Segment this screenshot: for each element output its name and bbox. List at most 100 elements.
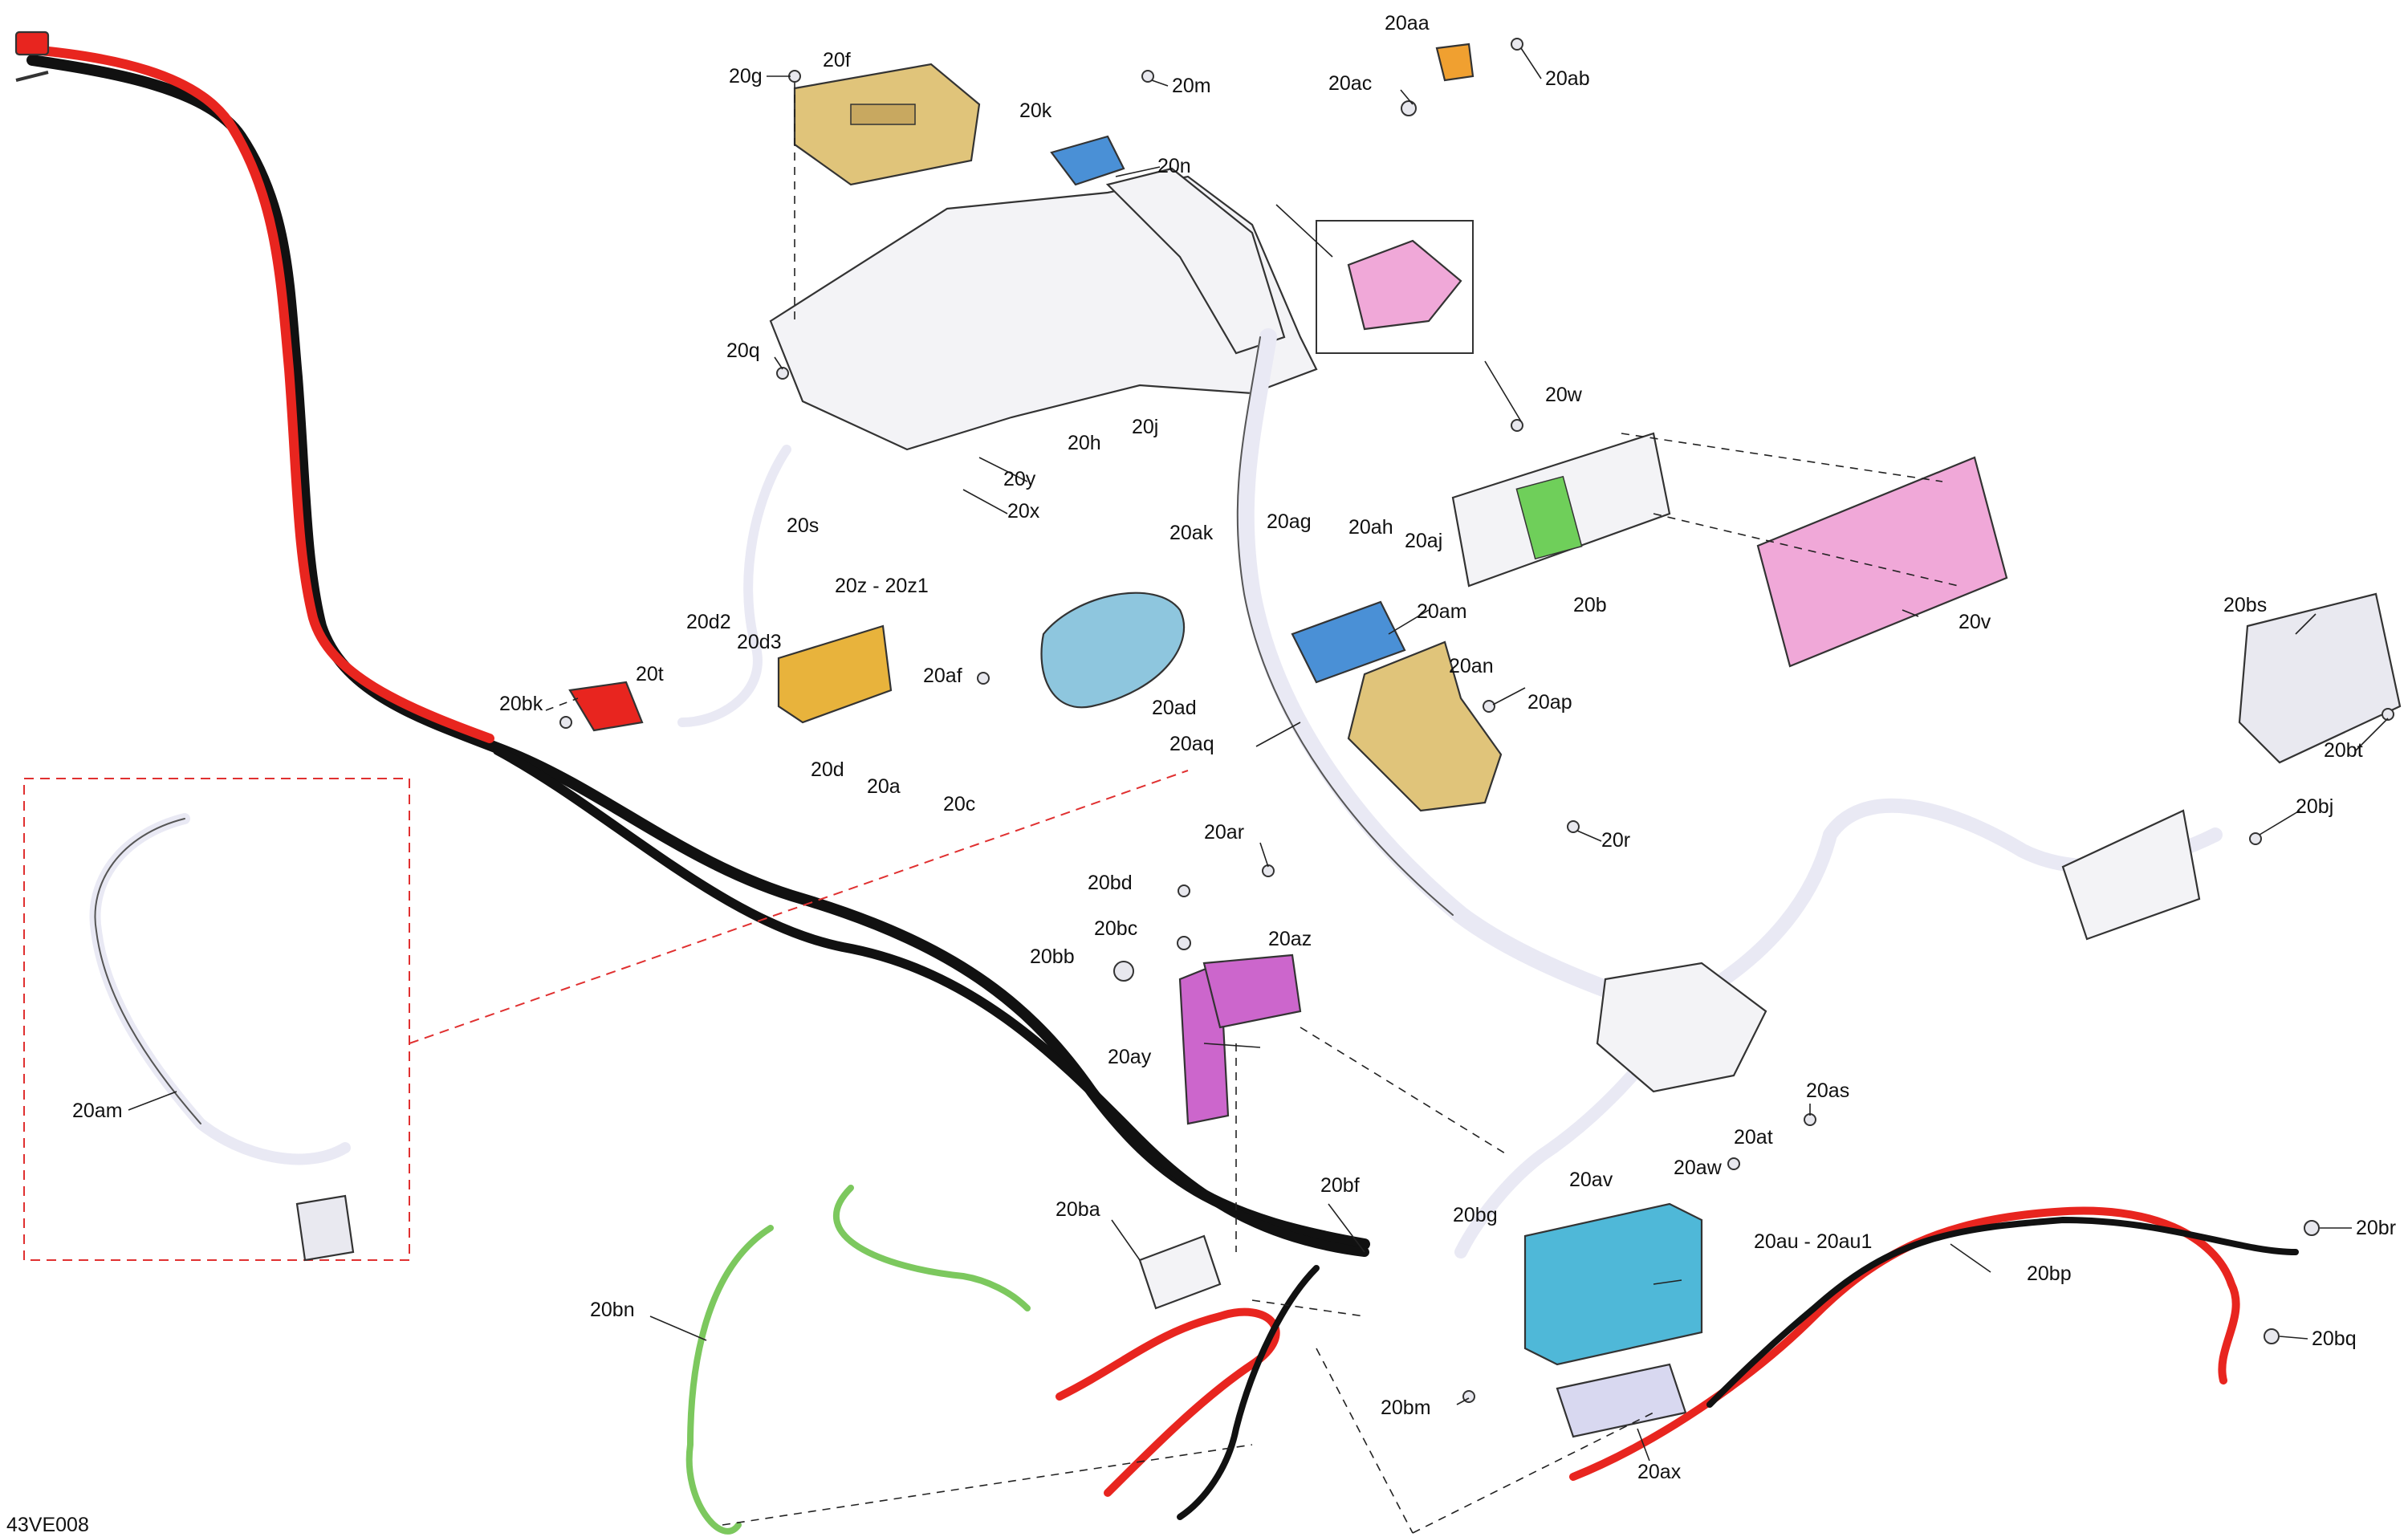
- bolt-20bj: [2249, 832, 2262, 845]
- center-harness-trunk: [1236, 328, 1678, 1020]
- label-20an: 20an: [1449, 655, 1494, 677]
- label-20ap: 20ap: [1527, 691, 1572, 714]
- label-20bf: 20bf: [1320, 1174, 1360, 1197]
- label-20j: 20j: [1132, 416, 1158, 438]
- nut-20bb: [1113, 961, 1134, 982]
- label-20av: 20av: [1569, 1169, 1613, 1191]
- label-20bt: 20bt: [2324, 739, 2363, 762]
- bolt-20at: [1727, 1157, 1740, 1170]
- callout-labels: 20g 20f 20m 20k 20n 20aa 20ac 20ab 20q 2…: [6, 12, 2396, 1536]
- label-20ay: 20ay: [1108, 1046, 1152, 1068]
- bolt-20q: [776, 367, 789, 380]
- label-20ar: 20ar: [1204, 821, 1244, 844]
- main-cable-black-2: [493, 746, 1369, 1257]
- label-20ak: 20ak: [1169, 522, 1214, 544]
- main-cable-red: [27, 45, 494, 743]
- label-20af: 20af: [923, 665, 962, 687]
- label-20as: 20as: [1806, 1080, 1849, 1102]
- label-20br: 20br: [2356, 1217, 2396, 1239]
- bolt-20g: [788, 70, 801, 83]
- bolt-20bk: [559, 716, 572, 729]
- bolt-20br: [2304, 1220, 2320, 1236]
- bolt-20bq: [2264, 1328, 2280, 1344]
- label-20y: 20y: [1003, 468, 1036, 490]
- label-20ba: 20ba: [1056, 1198, 1100, 1221]
- label-20ac: 20ac: [1328, 72, 1372, 95]
- main-battery-cable: [14, 30, 1370, 1257]
- bolt-20bt: [2382, 708, 2394, 721]
- label-20f: 20f: [823, 49, 851, 71]
- label-20am-top: 20am: [1417, 600, 1467, 623]
- label-20d3: 20d3: [737, 631, 782, 653]
- label-20bs: 20bs: [2223, 594, 2267, 616]
- bolt-20r: [1567, 820, 1580, 833]
- module-20bs: [2238, 592, 2402, 764]
- label-20aj: 20aj: [1405, 530, 1442, 552]
- label-20aw: 20aw: [1674, 1157, 1723, 1179]
- harness-20bn: [685, 1185, 1031, 1535]
- label-20bd: 20bd: [1088, 872, 1133, 894]
- center-harness-trunk-outline: [1236, 336, 1454, 916]
- connector-20k: [1050, 135, 1125, 186]
- label-20h: 20h: [1068, 432, 1101, 454]
- inset-20am-harness: [23, 770, 1189, 1262]
- holder-20d: [777, 624, 893, 724]
- label-20am-inset: 20am: [72, 1100, 123, 1122]
- label-20ag: 20ag: [1267, 510, 1312, 533]
- label-20k: 20k: [1019, 100, 1052, 122]
- shifter-20an: [1347, 640, 1503, 812]
- label-20r: 20r: [1601, 829, 1630, 852]
- label-20q: 20q: [726, 340, 760, 362]
- label-20bb: 20bb: [1030, 945, 1075, 968]
- ecu-20f: [793, 63, 981, 186]
- label-20d: 20d: [811, 758, 844, 781]
- callout-leaders: [128, 47, 2389, 1462]
- bracket-20bj: [2061, 809, 2201, 941]
- label-20bj: 20bj: [2296, 795, 2333, 818]
- label-20bk: 20bk: [499, 693, 543, 715]
- bolt-20ab: [1511, 38, 1523, 51]
- label-20n: 20n: [1157, 155, 1191, 177]
- label-20d2: 20d2: [686, 611, 731, 633]
- dashed-alignment-lines: [545, 80, 1959, 1534]
- label-20bn: 20bn: [590, 1299, 635, 1321]
- label-20m: 20m: [1172, 75, 1211, 97]
- label-20a: 20a: [867, 775, 901, 798]
- cable-terminal-red: [14, 30, 50, 56]
- label-20t: 20t: [636, 663, 664, 685]
- battery-cable-20bp: [1569, 1206, 2299, 1481]
- label-20aa: 20aa: [1385, 12, 1430, 35]
- left-harness-loop: [677, 445, 791, 727]
- label-20z-20z1: 20z - 20z1: [835, 575, 929, 597]
- washer-20bc: [1177, 936, 1191, 950]
- label-20ab: 20ab: [1545, 67, 1590, 90]
- label-20c: 20c: [943, 793, 975, 815]
- label-20ax: 20ax: [1637, 1461, 1682, 1483]
- console-body: [1105, 167, 1286, 355]
- connector-20aa: [1435, 43, 1474, 82]
- central-console-frame: [677, 167, 2223, 1258]
- label-20au: 20au - 20au1: [1754, 1230, 1872, 1253]
- diagram-id-label: 43VE008: [6, 1514, 89, 1536]
- bolt-20ap: [1483, 700, 1495, 713]
- bolt-20as: [1804, 1113, 1816, 1126]
- instrument-switch-panel-20b: [1451, 432, 1671, 588]
- display-20v: [1756, 456, 2008, 668]
- label-20ad: 20ad: [1152, 697, 1197, 719]
- label-20b: 20b: [1573, 594, 1607, 616]
- battery-20au: [1523, 1202, 1703, 1438]
- label-20g: 20g: [729, 65, 763, 87]
- inset-clip-box: [1316, 220, 1474, 354]
- label-20bc: 20bc: [1094, 917, 1137, 940]
- relay-red-20bk: [568, 681, 644, 732]
- bolt-20w: [1511, 419, 1523, 432]
- label-20bg: 20bg: [1453, 1204, 1498, 1226]
- label-20at: 20at: [1734, 1126, 1773, 1149]
- nut-20ac: [1401, 100, 1417, 116]
- switch-block-20am: [1291, 600, 1406, 684]
- cover-20ad: [1040, 592, 1185, 709]
- bolt-20af: [977, 672, 990, 685]
- label-20aq: 20aq: [1169, 733, 1214, 755]
- label-20w: 20w: [1545, 384, 1583, 406]
- label-20bp: 20bp: [2027, 1263, 2072, 1285]
